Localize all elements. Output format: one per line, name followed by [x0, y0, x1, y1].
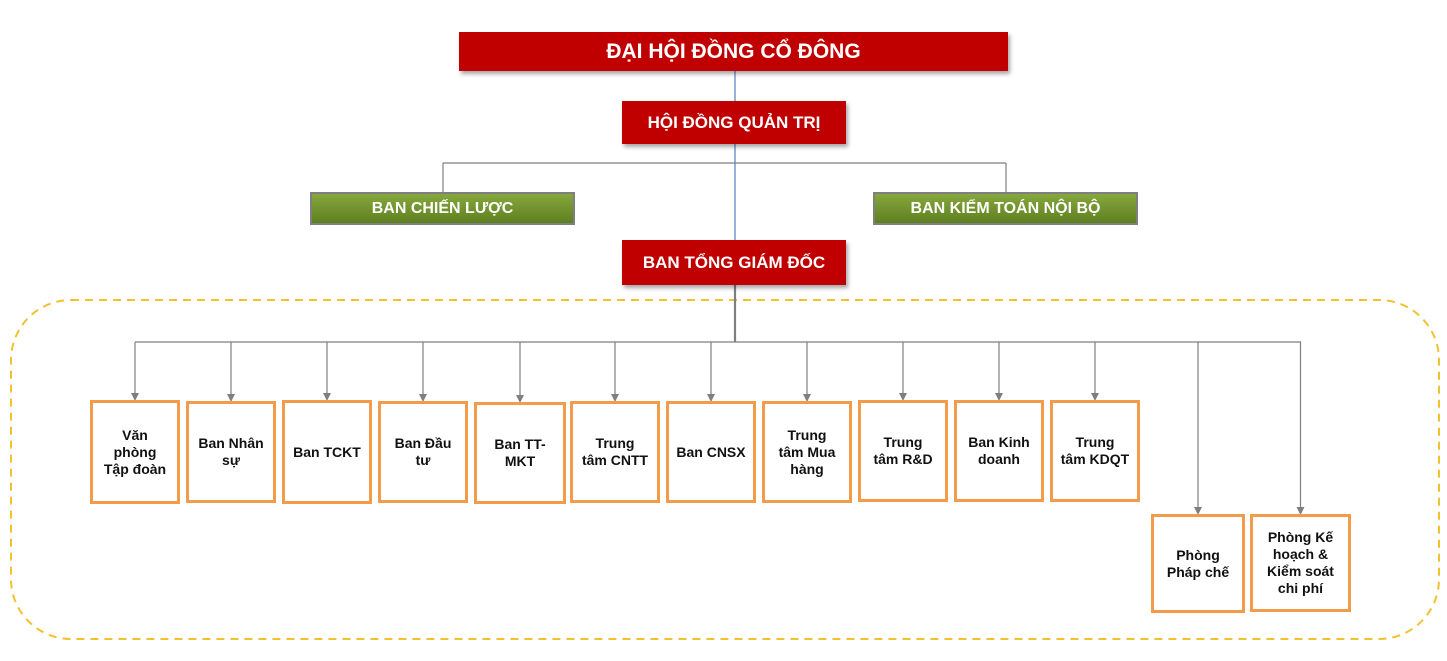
department-box: Ban TCKT — [282, 400, 372, 504]
strategy-box: BAN CHIẾN LƯỢC — [310, 192, 575, 225]
department-box: Trung tâm KDQT — [1050, 400, 1140, 502]
department-box: Ban TT- MKT — [474, 402, 566, 504]
department-box: Ban Nhân sự — [186, 401, 276, 503]
departments-group-outline — [10, 299, 1440, 640]
board-box: HỘI ĐỒNG QUẢN TRỊ — [622, 101, 846, 144]
department-box: Phòng Kế hoạch & Kiểm soát chi phí — [1250, 514, 1351, 612]
ceo-box: BAN TỔNG GIÁM ĐỐC — [622, 240, 846, 285]
department-box: Ban CNSX — [666, 401, 756, 503]
audit-box: BAN KIỂM TOÁN NỘI BỘ — [873, 192, 1138, 225]
department-box: Trung tâm Mua hàng — [762, 401, 852, 503]
department-box: Trung tâm CNTT — [570, 401, 660, 503]
department-box: Ban Kinh doanh — [954, 400, 1044, 502]
department-box: Ban Đầu tư — [378, 401, 468, 503]
department-box: Trung tâm R&D — [858, 400, 948, 502]
department-box: Phòng Pháp chế — [1151, 514, 1245, 613]
department-box: Văn phòng Tập đoàn — [90, 400, 180, 504]
shareholders-box: ĐẠI HỘI ĐỒNG CỔ ĐÔNG — [459, 32, 1008, 71]
